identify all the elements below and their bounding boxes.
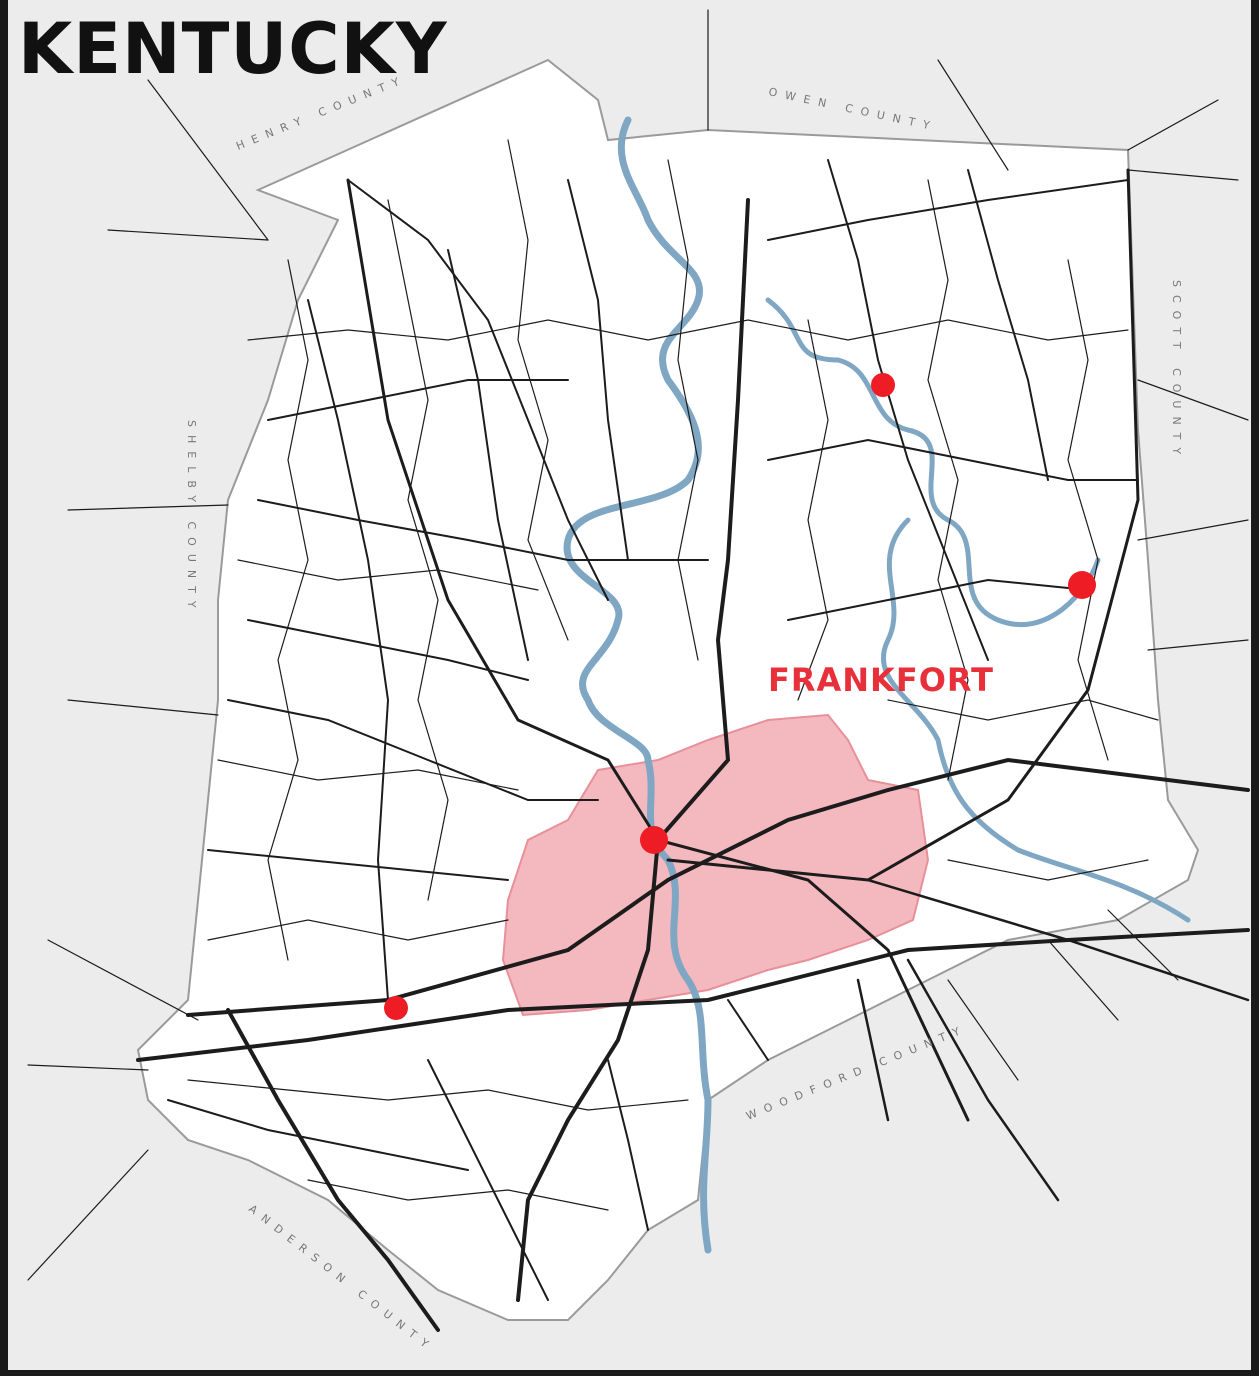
frankfort-marker[interactable] bbox=[640, 826, 668, 854]
map-title: KENTUCKY bbox=[18, 8, 448, 90]
bridgeport-marker[interactable] bbox=[384, 996, 408, 1020]
switzer-marker[interactable] bbox=[871, 373, 895, 397]
county-label-shelby: SHELBY COUNTY bbox=[185, 420, 198, 616]
county-label-scott: SCOTT COUNTY bbox=[1170, 280, 1183, 462]
kentucky-river bbox=[563, 116, 712, 1254]
elkhorn-creek bbox=[765, 297, 1191, 923]
stamping-ground-marker[interactable] bbox=[1068, 571, 1096, 599]
road-network bbox=[27, 9, 1250, 1332]
frankfort-label: FRANKFORT bbox=[768, 661, 994, 699]
map-canvas[interactable]: HENRY COUNTY OWEN COUNTY SCOTT COUNTY SH… bbox=[8, 0, 1251, 1370]
map-frame: HENRY COUNTY OWEN COUNTY SCOTT COUNTY SH… bbox=[8, 0, 1251, 1370]
county-label-owen: OWEN COUNTY bbox=[767, 85, 938, 134]
